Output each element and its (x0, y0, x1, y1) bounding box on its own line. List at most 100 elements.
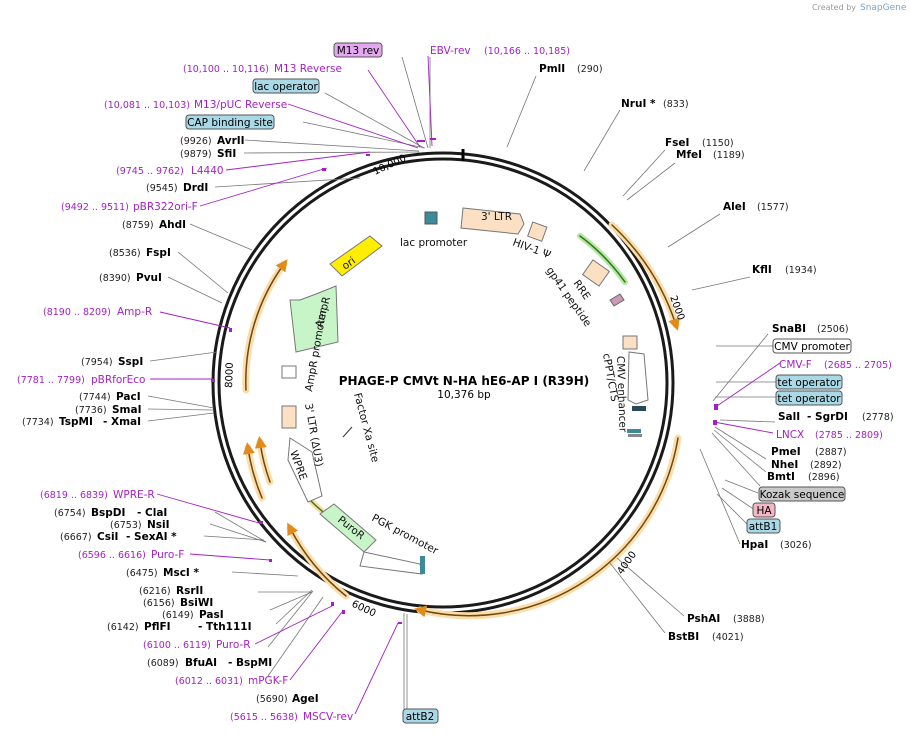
svg-text:(6089): (6089) (147, 658, 179, 669)
svg-text:(8759): (8759) (122, 220, 154, 231)
svg-text:SfiI: SfiI (217, 148, 236, 160)
svg-text:CsiI: CsiI (97, 531, 118, 543)
svg-text:3' LTR: 3' LTR (481, 211, 512, 223)
svg-text:attB2: attB2 (406, 711, 435, 723)
svg-text:(833): (833) (663, 99, 689, 110)
primer-lines (150, 55, 781, 715)
svg-text:RsrII: RsrII (176, 585, 203, 597)
svg-text:AleI: AleI (723, 201, 746, 213)
svg-text:Amp-R: Amp-R (117, 306, 152, 318)
credit-brand[interactable]: SnapGene (860, 3, 907, 13)
svg-text:SmaI: SmaI (112, 404, 142, 416)
orf-arrows (242, 221, 682, 620)
svg-text:(2778): (2778) (862, 412, 894, 423)
svg-text:10,000: 10,000 (372, 153, 408, 178)
svg-text:pBRforEco: pBRforEco (91, 374, 145, 386)
svg-text:(6819 .. 6839): (6819 .. 6839) (40, 490, 108, 501)
svg-text:(6754): (6754) (54, 508, 86, 519)
svg-text:(1934): (1934) (785, 265, 817, 276)
svg-text:L4440: L4440 (191, 165, 224, 177)
svg-text:(7744): (7744) (79, 392, 111, 403)
svg-text:WPRE-R: WPRE-R (113, 489, 155, 501)
svg-text:(4021): (4021) (712, 632, 744, 643)
svg-text:tet operator: tet operator (777, 377, 841, 389)
map-size: 10,376 bp (437, 389, 491, 401)
svg-text:PacI: PacI (116, 391, 141, 403)
svg-text:(6100 .. 6119): (6100 .. 6119) (143, 640, 211, 651)
svg-text:LNCX: LNCX (776, 429, 804, 441)
svg-text:(1150): (1150) (702, 138, 734, 149)
svg-text:AgeI: AgeI (292, 693, 319, 705)
svg-text:- SexAI *: - SexAI * (126, 531, 177, 543)
svg-text:(6475): (6475) (126, 568, 158, 579)
svg-text:BfuAI: BfuAI (185, 657, 217, 669)
svg-text:Puro-R: Puro-R (216, 639, 251, 651)
svg-text:Kozak sequence: Kozak sequence (760, 489, 845, 501)
svg-text:BsiWI: BsiWI (180, 597, 213, 609)
svg-text:HpaI: HpaI (741, 539, 768, 551)
svg-text:MSCV-rev: MSCV-rev (303, 711, 353, 723)
svg-text:(6156): (6156) (143, 598, 175, 609)
svg-text:- SgrDI: - SgrDI (807, 411, 848, 423)
svg-text:(290): (290) (577, 64, 603, 75)
svg-text:CMV promoter: CMV promoter (774, 341, 850, 353)
svg-text:DrdI: DrdI (183, 182, 208, 194)
svg-text:(9926): (9926) (180, 136, 212, 147)
svg-text:lac promoter: lac promoter (400, 237, 468, 249)
svg-text:(1577): (1577) (757, 202, 789, 213)
svg-text:HIV-1 Ψ: HIV-1 Ψ (511, 237, 552, 262)
svg-text:(3026): (3026) (780, 540, 812, 551)
svg-text:NruI *: NruI * (621, 98, 656, 110)
svg-text:CMV-F: CMV-F (779, 359, 812, 371)
svg-text:(5690): (5690) (256, 694, 288, 705)
svg-text:(7736): (7736) (75, 405, 107, 416)
map-title: PHAGE-P CMVt N-HA hE6-AP I (R39H) (339, 374, 590, 388)
svg-text:NsiI: NsiI (147, 519, 170, 531)
svg-text:PGK promoter: PGK promoter (370, 512, 441, 557)
svg-text:pBR322ori-F: pBR322ori-F (133, 201, 198, 213)
svg-text:(8390): (8390) (99, 273, 131, 284)
enzyme-labels: PmlI(290) NruI *(833) FseI(1150) MfeI(11… (22, 63, 894, 705)
svg-text:(3888): (3888) (733, 614, 765, 625)
svg-text:CMV enhancer: CMV enhancer (614, 356, 629, 433)
svg-text:BspDI: BspDI (91, 507, 125, 519)
svg-text:(9745 .. 9762): (9745 .. 9762) (116, 166, 184, 177)
svg-text:(2785 .. 2809): (2785 .. 2809) (815, 430, 883, 441)
svg-text:(6667): (6667) (60, 532, 92, 543)
svg-text:- ClaI: - ClaI (137, 507, 167, 519)
svg-text:(2887): (2887) (815, 447, 847, 458)
boxed-labels: M13 rev lac operator CAP binding site CM… (185, 42, 852, 724)
svg-text:FseI: FseI (665, 137, 689, 149)
svg-text:(6596 .. 6616): (6596 .. 6616) (78, 550, 146, 561)
leader-lines (147, 56, 776, 710)
svg-text:(7954): (7954) (81, 357, 113, 368)
svg-text:(8536): (8536) (109, 248, 141, 259)
svg-text:tet operator: tet operator (777, 393, 841, 405)
svg-text:attB1: attB1 (749, 521, 778, 533)
svg-text:PflFI: PflFI (144, 621, 171, 633)
svg-text:EBV-rev: EBV-rev (430, 45, 471, 57)
svg-text:PshAI: PshAI (687, 613, 720, 625)
svg-text:BstBI: BstBI (668, 631, 699, 643)
svg-text:AvrII: AvrII (217, 135, 245, 147)
svg-text:KflI: KflI (752, 264, 772, 276)
svg-text:Factor Xa site: Factor Xa site (351, 392, 381, 464)
credit-prefix: Created by (812, 3, 856, 12)
svg-text:- Tth111I: - Tth111I (198, 621, 252, 633)
svg-text:(5615 .. 5638): (5615 .. 5638) (230, 712, 298, 723)
svg-text:(7734): (7734) (22, 417, 54, 428)
svg-text:M13/pUC Reverse: M13/pUC Reverse (194, 99, 287, 111)
svg-text:(6012 .. 6031): (6012 .. 6031) (175, 676, 243, 687)
svg-text:(1189): (1189) (713, 150, 745, 161)
inner-features (281, 207, 649, 575)
svg-text:PvuI: PvuI (136, 272, 162, 284)
svg-text:(10,100 .. 10,116): (10,100 .. 10,116) (183, 64, 269, 75)
svg-text:FspI: FspI (146, 247, 171, 259)
svg-text:MfeI: MfeI (676, 149, 702, 161)
svg-text:(8190 .. 8209): (8190 .. 8209) (43, 307, 111, 318)
svg-text:CAP binding site: CAP binding site (187, 117, 273, 129)
svg-text:PasI: PasI (199, 609, 224, 621)
svg-text:(2896): (2896) (808, 472, 840, 483)
svg-text:(9492 .. 9511): (9492 .. 9511) (61, 202, 129, 213)
